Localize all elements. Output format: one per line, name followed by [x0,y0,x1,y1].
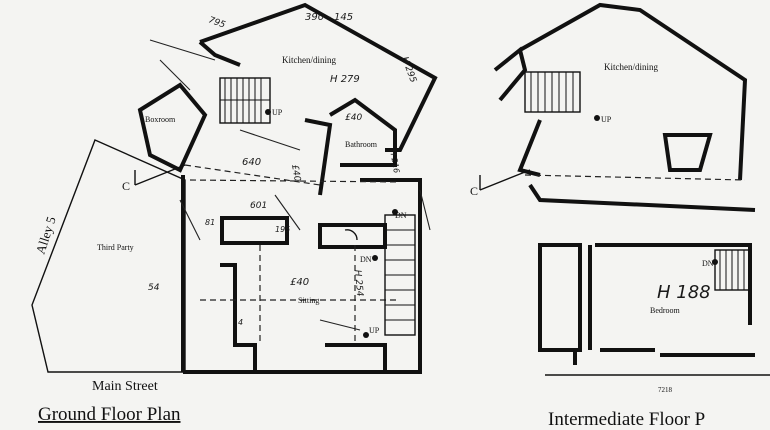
handwriting-lines [149,39,431,331]
ground-bathroom-label: Bathroom [345,140,378,149]
ground-boxroom-label: Boxroom [145,115,176,124]
hw-note-3: H 279 [330,74,360,85]
intermediate-floor-plan [479,2,770,376]
int-dn-label: DN [702,259,714,268]
ground-dn-label-2: DN [360,255,372,264]
ground-up-label-2: UP [369,326,380,335]
int-section-label: C [470,184,478,198]
main-street-label: Main Street [92,379,158,394]
int-main-wall [528,183,756,365]
int-kitchen-label: Kitchen/dining [604,62,658,72]
int-kitchen-wall [519,2,748,181]
sitting-unit [318,223,387,249]
hw-note-10: H 295 [399,56,418,85]
hw-note-7: 195 [275,225,290,234]
stair-ground-right [384,214,416,336]
hw-note-4: £40 [345,113,362,123]
int-dashed-line [524,174,746,181]
hw-note-14: 54 [148,283,160,293]
hw-note-5: 640 [242,157,261,168]
sitting-pillar-left [220,263,257,372]
int-stair-wall [493,46,528,102]
hw-note-1: 795 [207,15,227,30]
section-arrow-ground [134,164,186,186]
alley-label: Alley 5 [33,215,59,256]
door-arc [344,229,358,241]
hw-note-6: 601 [250,201,267,211]
ground-kitchen-label: Kitchen/dining [282,55,336,65]
hw-note-9: H 254 [352,269,364,297]
hall-wall [304,118,333,196]
ground-up-label-1: UP [272,108,283,117]
bathroom-wall [328,97,397,167]
boxroom-wall [137,82,208,173]
ground-main-wall [181,175,422,374]
dn-marker-dot-1 [392,209,398,215]
ground-sitting-label: Sitting [298,296,319,305]
dn-marker-dot-2 [372,255,378,261]
ground-dashed-line [184,164,401,186]
int-hall-wall [517,119,713,177]
hw-note-8: £40 [290,277,309,288]
stair-intermediate-right [714,249,751,291]
kitchen-inner-wall [198,40,241,67]
int-bedroom-label: Bedroom [650,306,681,315]
hw-note-15: 4 [238,318,243,327]
up-marker-dot-1 [265,109,271,115]
ground-section-label: C [122,179,130,193]
hw-note-13: 81 [205,218,215,227]
int-dn-dot [712,259,718,265]
up-marker-dot-2 [363,332,369,338]
third-party-boundary [31,139,186,373]
ground-floor-plan [31,2,438,374]
ground-floor-title: Ground Floor Plan [38,404,181,425]
section-arrow-int [479,169,531,191]
stair-intermediate [524,71,581,113]
int-up-label: UP [601,115,612,124]
hw-note-12: H 216 [388,149,401,174]
sitting-fireplace [220,216,289,245]
sitting-pillar-right [325,343,387,372]
stair-ground [219,77,271,124]
hw-note-2: 390 - 145 [305,12,353,23]
int-dimension-label: 7218 [658,386,673,394]
int-left-wall [538,243,582,352]
int-height-note: H 188 [657,282,711,303]
ground-dn-label-1: DN [395,211,407,220]
int-up-dot [594,115,600,121]
intermediate-floor-title: Intermediate Floor P [548,409,705,430]
ground-third-party-label: Third Party [97,243,134,252]
hw-note-11: £40 [289,164,302,183]
